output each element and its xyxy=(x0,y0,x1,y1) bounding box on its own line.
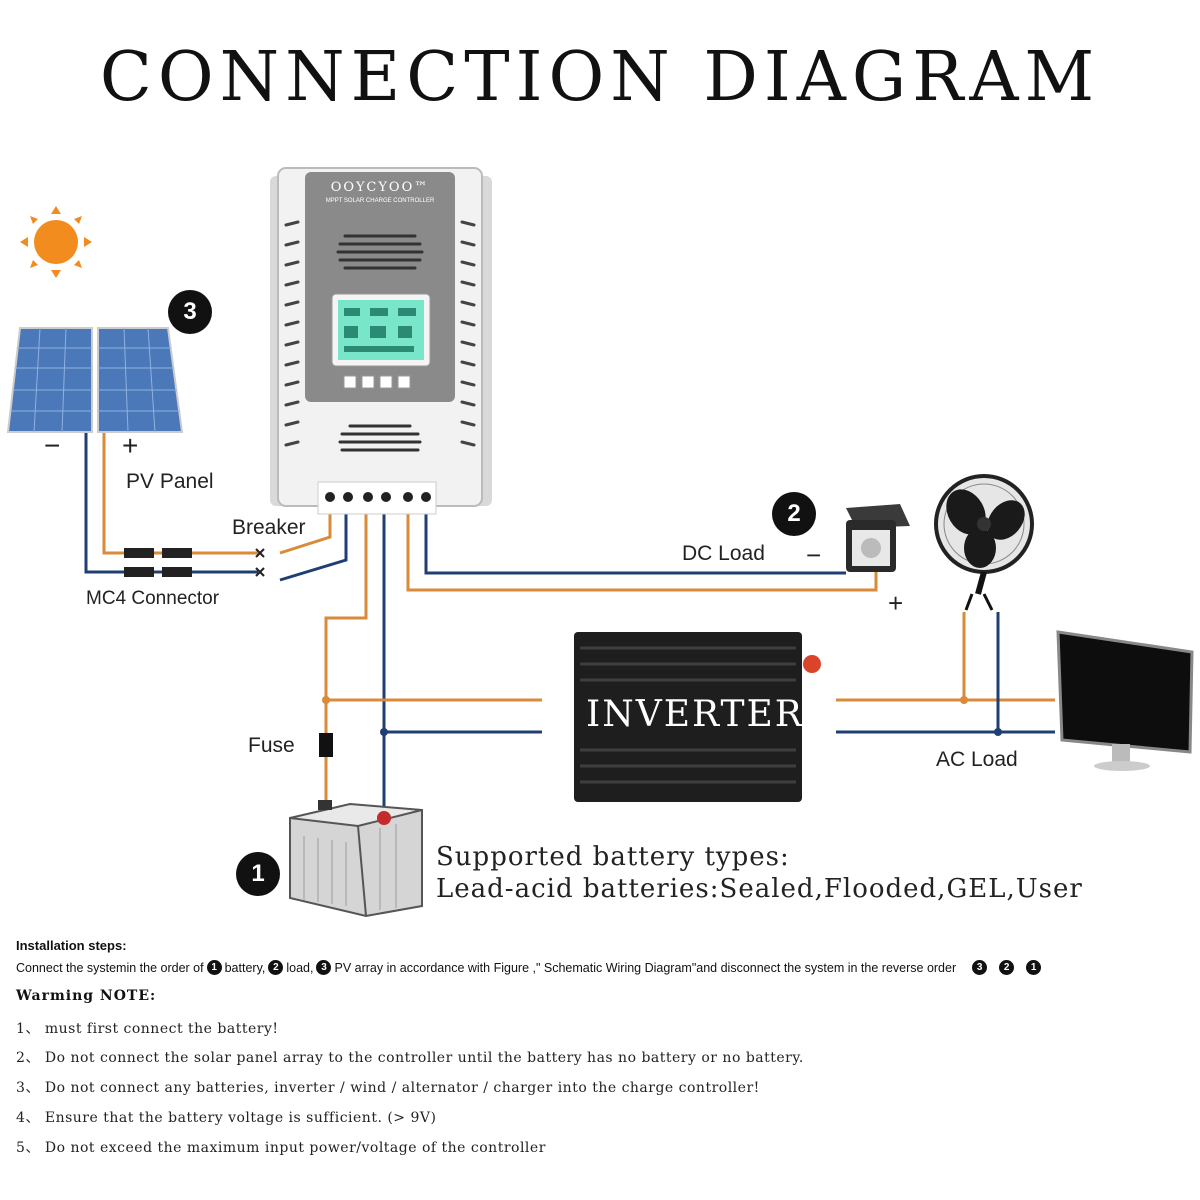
diagram-title: CONNECTION DIAGRAM xyxy=(99,38,1101,117)
solar-panel-icon xyxy=(6,327,184,433)
warning-item: 5、 Do not exceed the maximum input power… xyxy=(16,1140,546,1156)
pv-breaker-positive xyxy=(279,505,332,555)
monitor-icon xyxy=(1056,630,1194,771)
dc-load-negative-wire xyxy=(424,505,846,575)
dc-load-label: DC Load xyxy=(682,542,765,565)
battery-types-list: Lead-acid batteries:Sealed,Flooded,GEL,U… xyxy=(436,874,1083,904)
install-text-part4: PV array in accordance with Figure ," Sc… xyxy=(334,960,957,975)
pv-minus-sign: − xyxy=(44,430,61,461)
charge-controller xyxy=(270,167,492,515)
install-step-3-badge: 3 xyxy=(316,960,332,975)
wiring-diagram xyxy=(6,167,1194,918)
step-3-marker: 3 xyxy=(168,290,212,334)
install-step-1-badge: 1 xyxy=(206,960,222,975)
reverse-step-1-badge: 1 xyxy=(1026,960,1042,975)
mc4-connector-label: MC4 Connector xyxy=(86,588,220,609)
pv-breaker-negative xyxy=(279,505,348,582)
install-text-part1: Connect the systemin the order of xyxy=(16,960,204,975)
breaker-symbol xyxy=(255,548,265,577)
dc-load-positive-wire xyxy=(406,505,878,592)
dc-load-plus-sign: + xyxy=(888,588,904,618)
install-text-part3: load, xyxy=(286,960,314,975)
battery-positive-wire xyxy=(324,505,368,800)
controller-subtitle: MPPT SOLAR CHARGE CONTROLLER xyxy=(325,198,435,204)
step-2-marker: 2 xyxy=(772,492,816,536)
warning-item: 4、 Ensure that the battery voltage is su… xyxy=(16,1110,437,1126)
installation-instructions: Connect the systemin the order of 1 batt… xyxy=(16,960,1042,975)
fan-icon xyxy=(934,474,1034,611)
pv-panel-label: PV Panel xyxy=(126,470,214,493)
dc-load-minus-sign: − xyxy=(806,540,822,570)
ac-load-label: AC Load xyxy=(936,748,1018,771)
controller-brand: OOYCYOO™ xyxy=(330,180,430,195)
breaker-label: Breaker xyxy=(232,516,306,539)
install-step-2-badge: 2 xyxy=(268,960,284,975)
warning-item: 1、 must first connect the battery! xyxy=(16,1021,279,1037)
battery-icon xyxy=(289,800,423,918)
warning-item: 2、 Do not connect the solar panel array … xyxy=(16,1050,804,1066)
dc-lamp-icon xyxy=(846,504,910,572)
install-text-part2: battery, xyxy=(224,960,266,975)
fuse-symbol xyxy=(319,733,333,757)
fuse-label: Fuse xyxy=(248,734,295,757)
reverse-step-3-badge: 3 xyxy=(972,960,988,975)
warning-heading: Warming NOTE: xyxy=(16,988,157,1004)
warning-item: 3、 Do not connect any batteries, inverte… xyxy=(16,1080,760,1096)
reverse-step-2-badge: 2 xyxy=(999,960,1015,975)
sun-icon xyxy=(20,206,92,278)
installation-heading: Installation steps: xyxy=(16,938,127,953)
inverter-label: INVERTER xyxy=(586,694,804,735)
mc4-connectors xyxy=(124,548,192,577)
pv-plus-sign: + xyxy=(122,430,139,461)
battery-types-heading: Supported battery types: xyxy=(436,842,790,872)
pv-negative-wire xyxy=(84,432,258,574)
inverter-device xyxy=(574,632,821,802)
step-1-marker: 1 xyxy=(236,852,280,896)
pv-positive-wire xyxy=(102,432,258,555)
